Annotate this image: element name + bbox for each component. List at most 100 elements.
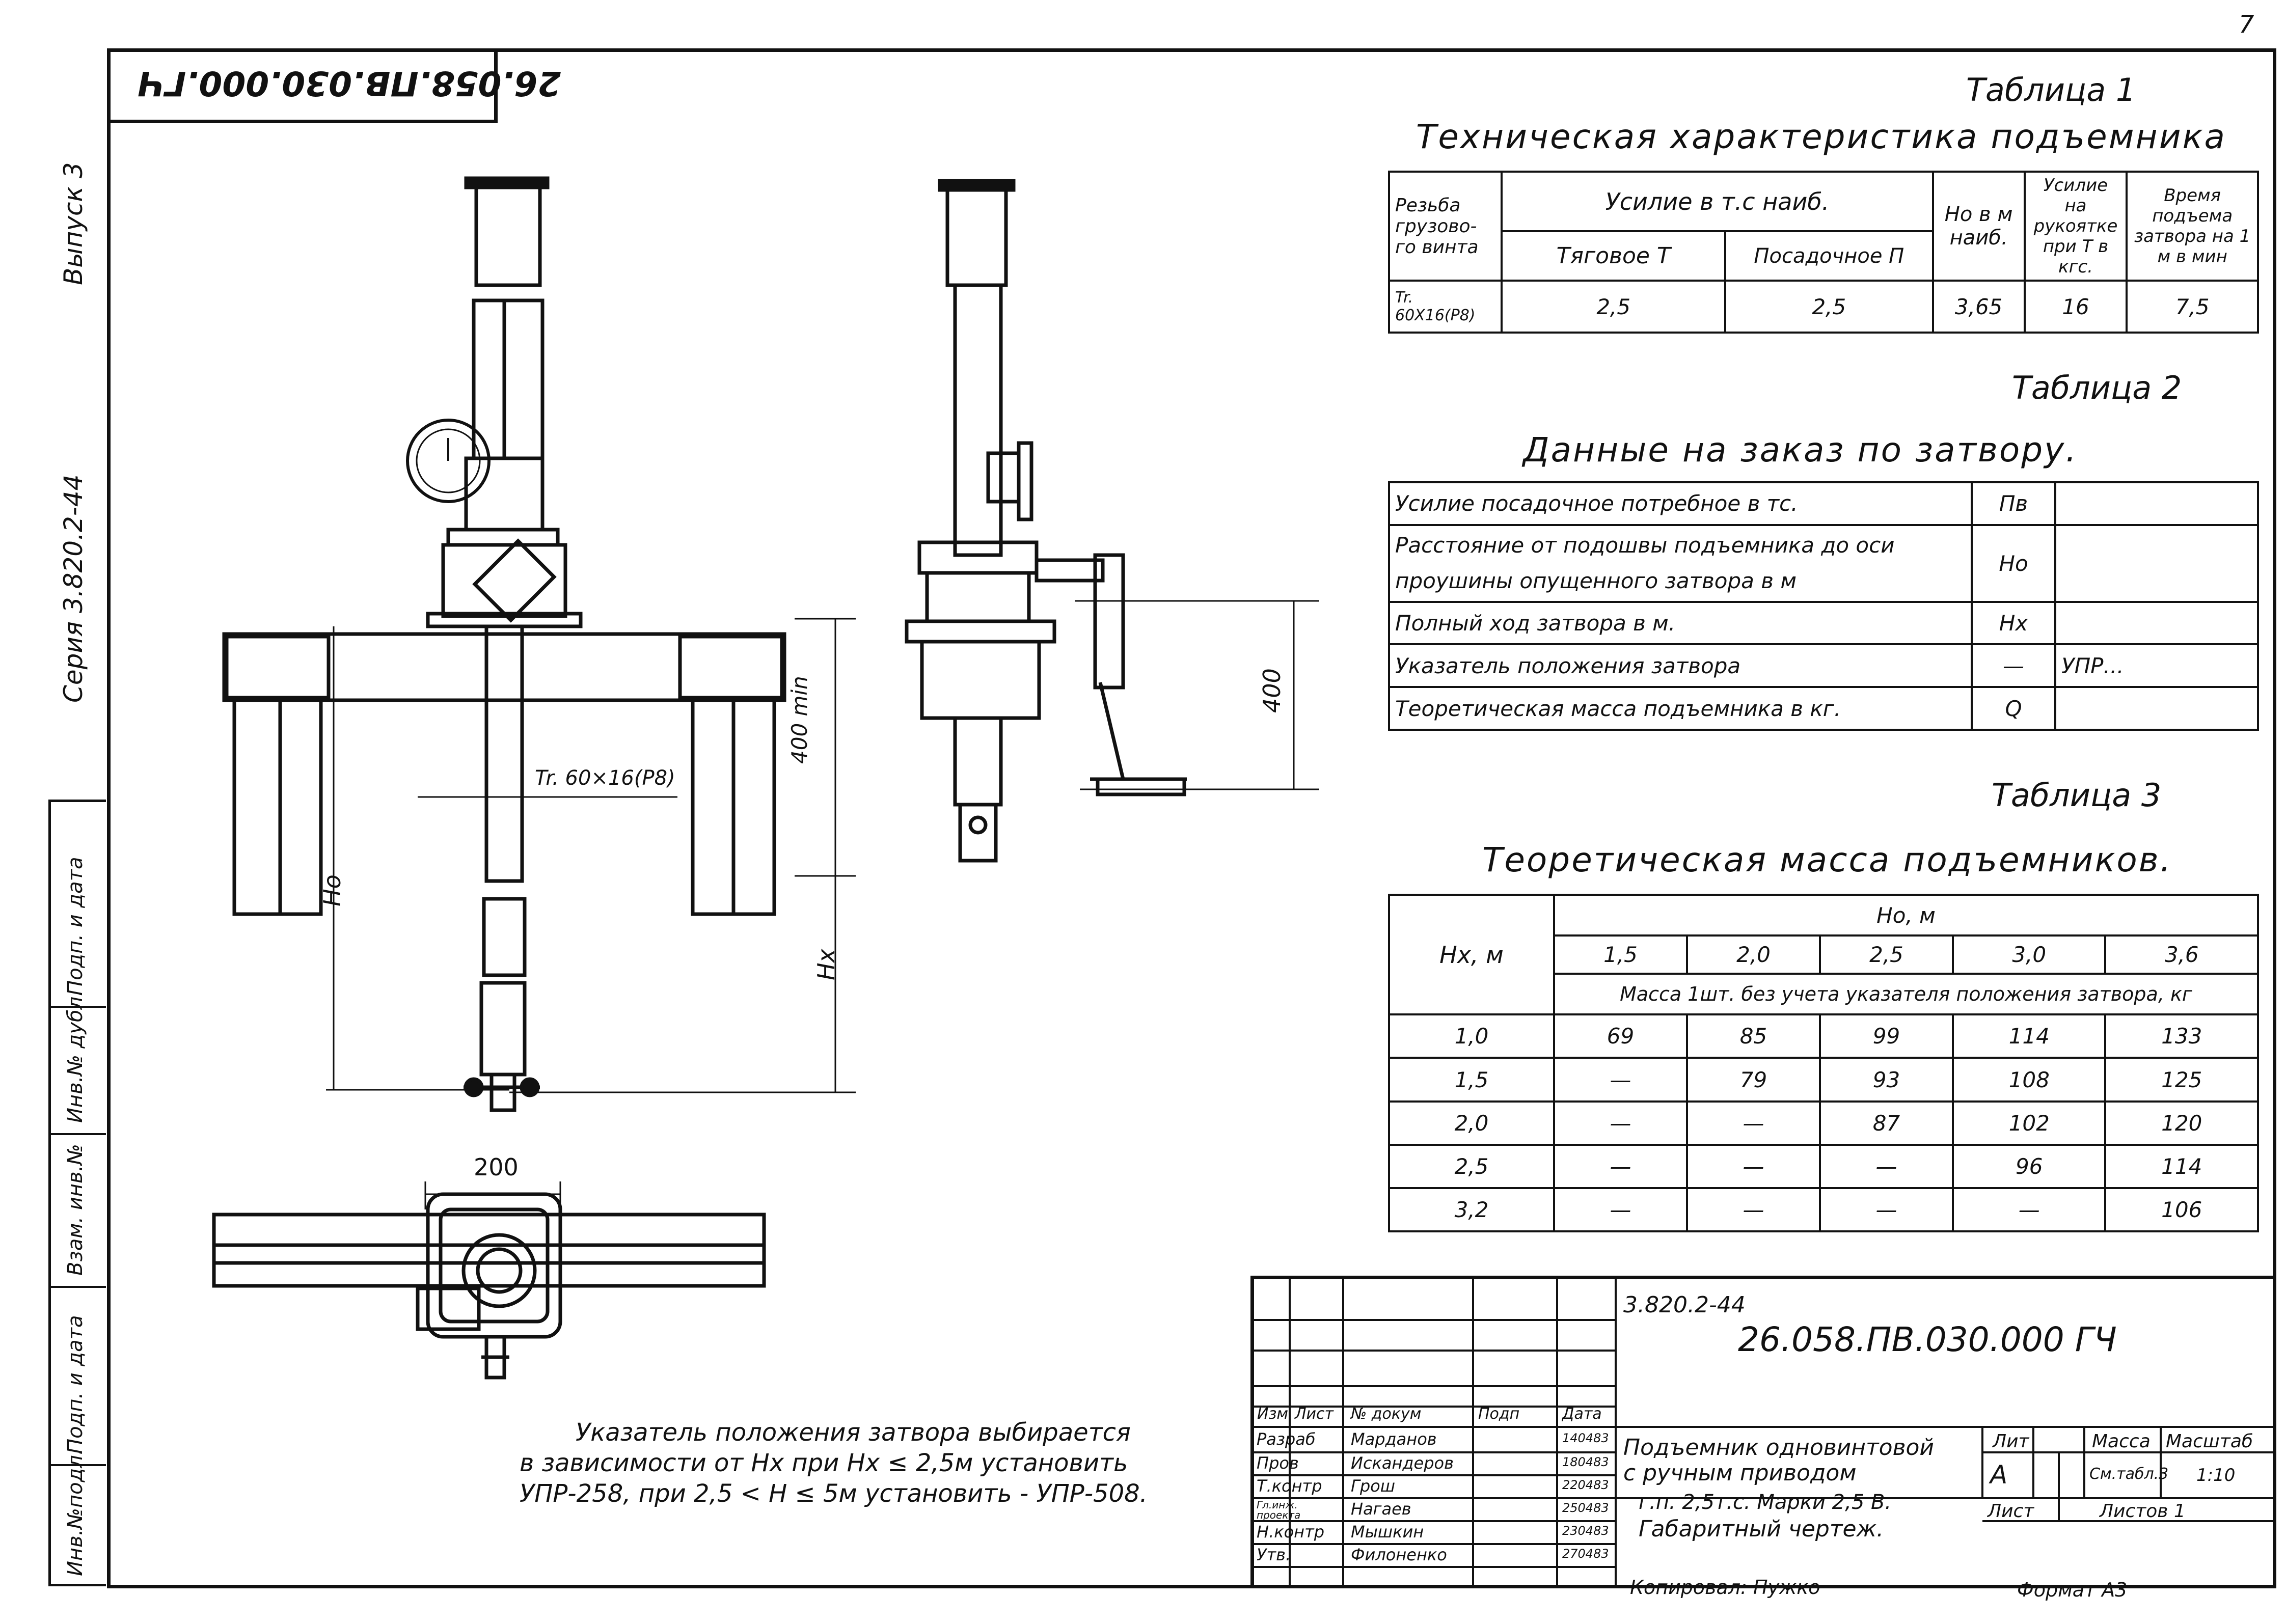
t3-r3-c1: — (1553, 1100, 1688, 1146)
t3-r2-c2: 79 (1686, 1057, 1821, 1103)
tb-scale: Масштаб (2166, 1431, 2253, 1452)
table1: Резьба грузово-го винта Усилие в т.с наи… (1387, 170, 2259, 334)
t3-r2-c3: 93 (1819, 1057, 1954, 1103)
t3-r4-c1: — (1553, 1143, 1688, 1189)
t3-r5-c1: — (1553, 1187, 1688, 1233)
tb-name-line-2: с ручным приводом (1623, 1460, 1857, 1486)
t3-h-hx: Нх, м (1388, 893, 1555, 1016)
note-line-2: в зависимости от Hx при Hx ≤ 2,5м устано… (520, 1449, 1128, 1477)
t2-val-1 (2054, 481, 2259, 526)
tb-lit: Лит (1993, 1431, 2029, 1452)
t3-r1-c2: 85 (1686, 1013, 1821, 1059)
tb-series: 3.820.2-44 (1623, 1292, 1746, 1318)
t3-ho-2: 2,0 (1686, 934, 1821, 975)
t3-r4-c2: — (1686, 1143, 1821, 1189)
dim-400: 400 (1258, 668, 1286, 713)
label-ho: Ho (318, 874, 346, 906)
t2-val-3 (2054, 600, 2259, 646)
title-block: Изм Лист № докум Подп Дата Разраб Мардан… (1250, 1276, 2273, 1585)
t1-h-ho: Hо в м наиб. (1931, 170, 2026, 282)
t2-desc-5: Теоретическая масса подъемника в кг. (1388, 686, 1973, 731)
t2-desc-2: Расстояние от подошвы подъемника до оси … (1388, 524, 1973, 603)
tb-name-3: Грош (1351, 1476, 1395, 1496)
tb-mass: Масса (2092, 1431, 2151, 1452)
t1-thread: Tr. 60Х16(P8) (1387, 280, 1503, 334)
t3-hx-4: 2,5 (1388, 1143, 1555, 1189)
t1-handle: 16 (2023, 280, 2128, 334)
tb-name-line-4: Габаритный чертеж. (1639, 1516, 1884, 1542)
t3-h-ho: Но, м (1553, 893, 2259, 937)
tb-h-sign: Подп (1478, 1405, 1520, 1423)
t3-hx-3: 2,0 (1388, 1100, 1555, 1146)
t3-ho-1: 1,5 (1553, 934, 1688, 975)
margin-cells: Подп. и дата Инв.№ дубл. Взам. инв.№ Под… (48, 800, 106, 1586)
t3-note: Масса 1шт. без учета указателя положения… (1553, 973, 2259, 1016)
t2-val-5 (2054, 686, 2259, 731)
t3-r3-c5: 120 (2104, 1100, 2259, 1146)
t3-hx-1: 1,0 (1388, 1013, 1555, 1059)
tb-date-4: 250483 (1562, 1501, 1609, 1515)
t3-ho-5: 3,6 (2104, 934, 2259, 975)
t3-r5-c5: 106 (2104, 1187, 2259, 1233)
thread-label: Tr. 60×16(P8) (535, 766, 675, 790)
table3-label: Таблица 3 (1992, 777, 2162, 814)
tb-role-4: Гл.инж. проекта (1257, 1499, 1301, 1521)
tb-date-5: 230483 (1562, 1524, 1609, 1538)
t1-h-time: Время подъема затвора на 1 м в мин (2126, 170, 2259, 282)
tb-role-3: Т.контр (1257, 1476, 1322, 1496)
tb-role-1: Разраб (1257, 1429, 1316, 1449)
table1-label: Таблица 1 (1966, 71, 2136, 108)
table2-title: Данные на заказ по затвору. (1523, 430, 2078, 470)
t3-r3-c3: 87 (1819, 1100, 1954, 1146)
t2-desc-3: Полный ход затвора в м. (1388, 600, 1973, 646)
tb-sheet: Лист (1988, 1501, 2034, 1522)
paper-format: Формат А3 (2017, 1579, 2128, 1601)
tb-mass-val: См.табл.3 (2089, 1465, 2169, 1483)
note-line-3: УПР-258, при 2,5 < H ≤ 5м установить - У… (520, 1479, 1148, 1508)
tb-name-line-3: г.п. 2,5т.с. Марки 2,5 В. (1639, 1491, 1892, 1514)
t3-hx-5: 3,2 (1388, 1187, 1555, 1233)
t1-pull: 2,5 (1501, 280, 1727, 334)
t2-sym-2: Но (1971, 524, 2056, 603)
tb-date-3: 220483 (1562, 1478, 1609, 1492)
t3-r1-c3: 99 (1819, 1013, 1954, 1059)
t3-r2-c5: 125 (2104, 1057, 2259, 1103)
tb-role-6: Утв. (1257, 1545, 1291, 1564)
t1-h-handle: Усилие на рукоятке при Т в кгс. (2023, 170, 2128, 282)
title-block-grid (1254, 1279, 2273, 1585)
t3-r5-c2: — (1686, 1187, 1821, 1233)
table3-title: Теоретическая масса подъемников. (1482, 840, 2172, 879)
t1-h-pull: Тяговое Т (1501, 230, 1727, 282)
t3-ho-3: 2,5 (1819, 934, 1954, 975)
tb-name-1: Марданов (1351, 1429, 1437, 1449)
tb-date-2: 180483 (1562, 1455, 1609, 1469)
t3-r4-c5: 114 (2104, 1143, 2259, 1189)
tb-name-4: Нагаев (1351, 1499, 1411, 1519)
t3-r1-c1: 69 (1553, 1013, 1688, 1059)
t3-r5-c4: — (1951, 1187, 2107, 1233)
t3-r3-c4: 102 (1951, 1100, 2107, 1146)
tb-name-2: Искандеров (1351, 1453, 1454, 1473)
note-line-1: Указатель положения затвора выбирается (576, 1418, 1131, 1447)
copied-by: Копировал: Пужко (1630, 1576, 1820, 1599)
tb-role-5: Н.контр (1257, 1522, 1325, 1542)
t2-sym-5: Q (1971, 686, 2056, 731)
stamp-box: 26.058.ПВ.030.000.ГЧ (107, 48, 561, 123)
t2-sym-1: Пв (1971, 481, 2056, 526)
t2-desc-1: Усилие посадочное потребное в тс. (1388, 481, 1973, 526)
t3-ho-4: 3,0 (1951, 934, 2107, 975)
table2: Усилие посадочное потребное в тс. Пв Рас… (1388, 481, 2259, 731)
table3: Нх, м Но, м 1,5 2,0 2,5 3,0 3,6 Масса 1ш… (1388, 893, 2259, 1233)
page-number: 7 (2239, 10, 2254, 39)
t1-seat: 2,5 (1724, 280, 1934, 334)
t2-sym-4: — (1971, 643, 2056, 689)
tb-h-list: Лист (1295, 1405, 1334, 1423)
t2-val-2 (2054, 524, 2259, 603)
tb-name-6: Филоненко (1351, 1545, 1447, 1564)
t1-h-force: Усилие в т.с наиб. (1501, 170, 1934, 233)
t3-r3-c2: — (1686, 1100, 1821, 1146)
tb-h-date: Дата (1562, 1405, 1602, 1423)
tb-h-doc: № докум (1351, 1405, 1422, 1423)
tb-date-6: 270483 (1562, 1547, 1609, 1561)
t3-r4-c3: — (1819, 1143, 1954, 1189)
